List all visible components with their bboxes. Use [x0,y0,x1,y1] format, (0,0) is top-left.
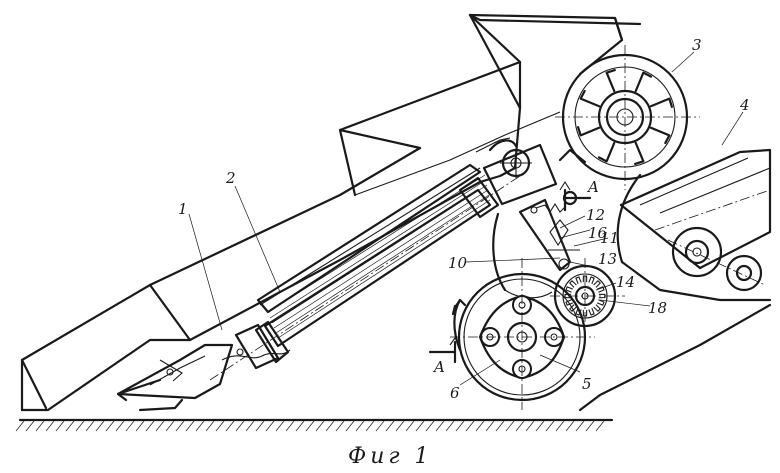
label-3: 3 [692,36,702,54]
figure-caption: Фиг 1 [348,444,433,469]
label-10: 10 [448,254,468,272]
lower-housing [492,148,772,412]
chute-4 [619,148,772,270]
section-mark-a-upper: A [586,178,599,196]
label-6: 6 [450,384,460,402]
top-roller-bracket [475,137,558,206]
part-labels: 1 2 3 4 5 6 10 11 12 13 14 16 18 A A [178,36,750,402]
label-13: 13 [598,250,617,268]
leader-lines [188,51,744,386]
label-16: 16 [588,224,608,242]
pickup-nose [116,343,291,412]
label-11: 11 [600,229,619,247]
gear-14 [550,258,625,332]
chute-rollers [667,226,766,292]
label-14: 14 [616,273,635,291]
label-2: 2 [225,169,236,187]
label-18: 18 [648,299,667,317]
drum-3 [555,45,700,190]
section-marks [428,180,592,364]
label-1: 1 [178,200,188,218]
rotor-5 [450,258,595,410]
label-12: 12 [586,206,605,224]
conveyor-assembly [209,163,521,381]
ground [15,418,614,432]
label-4: 4 [739,96,750,114]
section-mark-a-lower: A [432,358,445,376]
inclined-frame [20,13,642,412]
label-5: 5 [582,375,592,393]
